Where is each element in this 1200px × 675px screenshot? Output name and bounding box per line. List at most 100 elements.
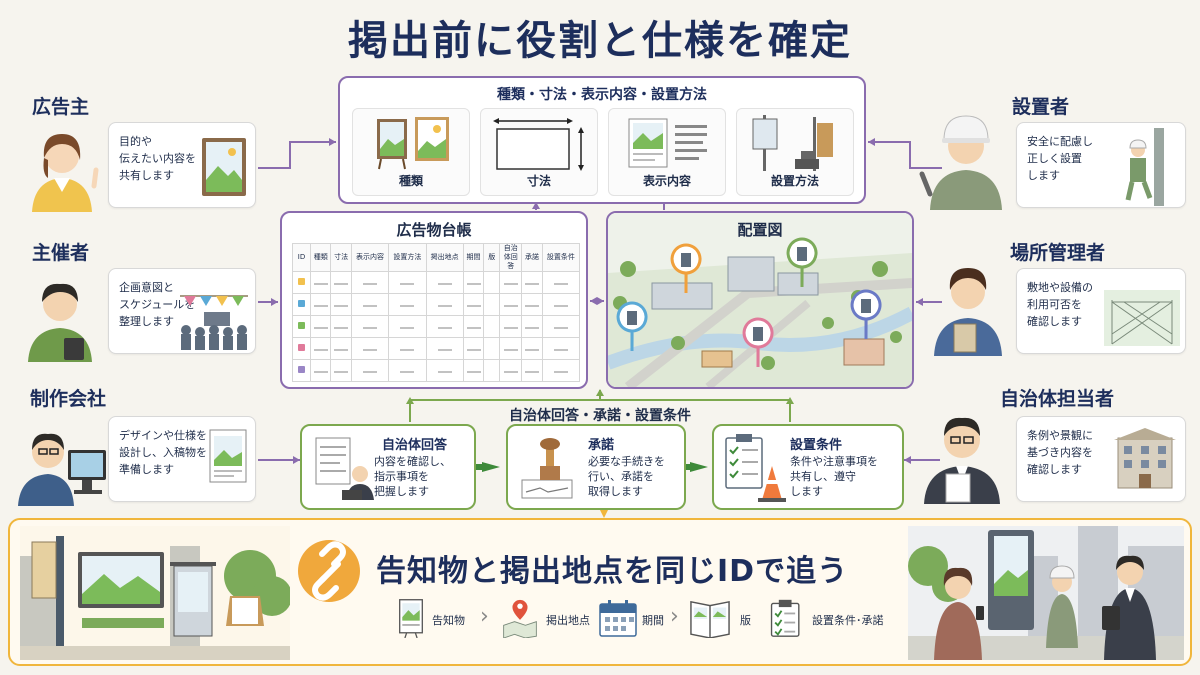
- ledger-id-swatch: [292, 271, 311, 294]
- ledger-cell: [462, 315, 485, 338]
- ledger-cell: [425, 271, 464, 294]
- approval-title: 自治体回答・承諾・設置条件: [509, 408, 691, 424]
- step-municipal-response-title: 自治体回答: [382, 438, 448, 453]
- stamp-icon: [521, 438, 573, 499]
- spec-card-size: 寸法: [480, 108, 598, 196]
- spec-card-size-label: 寸法: [526, 174, 551, 188]
- role-municipality-desc: 条例や景観に 基づき内容を 確認します: [1027, 429, 1093, 476]
- installer-person-icon: [919, 115, 1002, 210]
- ledger-cell: [541, 337, 581, 360]
- ledger-cell: [462, 271, 485, 294]
- ledger-cell: [388, 271, 427, 294]
- ledger-cell: [483, 359, 501, 382]
- ledger-cell: [521, 271, 543, 294]
- pole-climber-icon: [1125, 128, 1164, 206]
- city-hall-icon: [1114, 428, 1176, 489]
- site-map-illustration: [608, 213, 912, 387]
- checklist-cone-icon: [725, 434, 786, 502]
- ledger-cell: [499, 359, 523, 382]
- ledger-cell: [462, 359, 485, 382]
- role-installer-desc: 安全に配慮し 正しく設置 します: [1027, 135, 1093, 182]
- ledger-cell: [309, 337, 332, 360]
- ledger-cell: [541, 293, 581, 316]
- ledger-col-header: 設置方法: [388, 243, 427, 272]
- producer-person-icon: [18, 433, 106, 506]
- spec-card-type: 種類: [352, 108, 470, 196]
- step-install-conditions: 設置条件 条件や注意事項を 共有し、遵守 します: [712, 424, 904, 510]
- spec-card-type-label: 種類: [398, 174, 423, 188]
- ledger-cell: [541, 359, 581, 382]
- ledger-cell: [309, 293, 332, 316]
- site-manager-person-icon: [934, 268, 1002, 356]
- ledger-cell: [483, 271, 501, 294]
- ledger-cell: [388, 293, 427, 316]
- ledger-cell: [483, 315, 501, 338]
- ledger-col-header: 表示内容: [350, 243, 390, 272]
- organizer-person-icon: [28, 283, 92, 362]
- ledger-cell: [425, 337, 464, 360]
- ledger-header-row: ID 種類 寸法 表示内容 設置方法 掲出地点 期間 版 自治体回答 承諾 設置…: [292, 243, 581, 272]
- link-icon: [298, 540, 360, 602]
- ledger-cell: [462, 337, 485, 360]
- flow-label-location: 掲出地点: [546, 614, 590, 627]
- ledger-row: [292, 293, 581, 316]
- ledger-id-swatch: [292, 293, 311, 316]
- ledger-cell: [425, 293, 464, 316]
- step-install-conditions-desc: 条件や注意事項を 共有し、遵守 します: [790, 455, 878, 498]
- layout-map-panel: 配置図: [606, 211, 914, 389]
- ledger-cell: [541, 271, 581, 294]
- ledger-cell: [521, 359, 543, 382]
- ledger-cell: [330, 359, 352, 382]
- ledger-row: [292, 315, 581, 338]
- ledger-id-swatch: [292, 315, 311, 338]
- flow-label-conditions: 設置条件･承諾: [812, 614, 884, 627]
- street-scene-illustration: [20, 526, 290, 660]
- field-team-illustration: [908, 526, 1184, 660]
- role-organizer-desc: 企画意図と スケジュールを 整理します: [119, 281, 196, 328]
- version-booklet-icon: [690, 600, 730, 638]
- page-title: 掲出前に役割と仕様を確定: [348, 18, 852, 64]
- step-install-conditions-title: 設置条件: [790, 438, 843, 453]
- ledger-cell: [350, 359, 390, 382]
- calendar-icon: [599, 600, 637, 637]
- ledger-title: 広告物台帳: [396, 221, 472, 239]
- fence-icon: [1104, 290, 1180, 346]
- ledger-col-header: 承諾: [521, 243, 543, 272]
- map-pin-icon: [503, 599, 537, 638]
- ledger-col-header: 種類: [309, 243, 332, 272]
- ledger-cell: [499, 315, 523, 338]
- ledger-row: [292, 337, 581, 360]
- ledger-body: [292, 271, 581, 382]
- ledger-panel: 広告物台帳 ID 種類 寸法 表示内容 設置方法 掲出地点 期間 版 自治体回答…: [280, 211, 588, 389]
- event-crowd-icon: [180, 295, 248, 350]
- chevron-right-icon: ›: [670, 604, 679, 629]
- ledger-cell: [425, 315, 464, 338]
- layout-map-title: 配置図: [737, 221, 783, 239]
- document-reviewer-icon: [315, 437, 374, 500]
- installation-icon: [752, 115, 833, 171]
- ledger-col-header: 版: [483, 243, 501, 272]
- spec-card-content: 表示内容: [608, 108, 726, 196]
- step-consent: 承諾 必要な手続きを 行い、承諾を 取得します: [506, 424, 686, 510]
- ledger-cell: [541, 315, 581, 338]
- ledger-cell: [425, 359, 464, 382]
- ledger-cell: [350, 315, 390, 338]
- step-municipal-response: 自治体回答 内容を確認し、 指示事項を 把握します: [300, 424, 476, 510]
- flow-label-version: 版: [740, 614, 751, 627]
- ledger-cell: [483, 293, 501, 316]
- ledger-cell: [350, 271, 390, 294]
- role-site-manager-desc: 敷地や設備の 利用可否を 確認します: [1027, 281, 1093, 328]
- ledger-col-header: 寸法: [330, 243, 352, 272]
- spec-card-install: 設置方法: [736, 108, 854, 196]
- role-advertiser-name: 広告主: [32, 96, 90, 118]
- poster-frame-icon: [202, 138, 246, 196]
- spec-panel-title: 種類・寸法・表示内容・設置方法: [497, 87, 707, 103]
- flow-label-period: 期間: [642, 614, 664, 627]
- artwork-sheet-icon: [209, 429, 247, 483]
- ledger-cell: [521, 337, 543, 360]
- ledger-row: [292, 271, 581, 294]
- ledger-cell: [330, 293, 352, 316]
- ledger-cell: [521, 315, 543, 338]
- ledger-col-header: 設置条件: [541, 243, 581, 272]
